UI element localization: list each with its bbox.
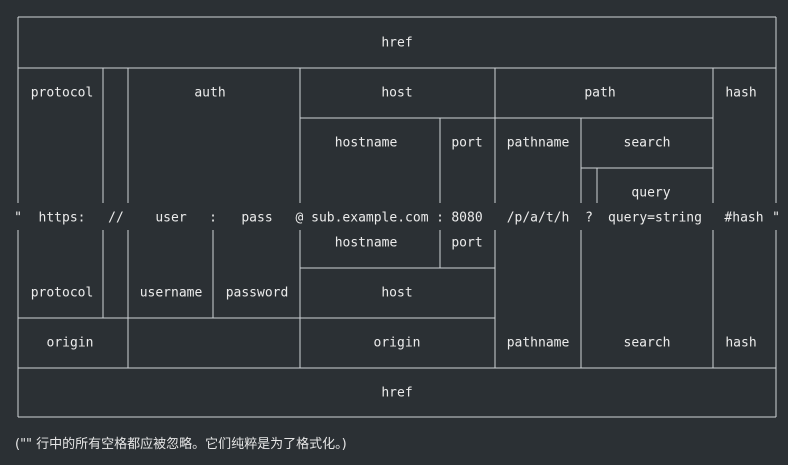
url-scheme: https: (39, 211, 86, 226)
protocol-label-bottom: protocol (31, 286, 94, 301)
hash-label-top: hash (725, 86, 756, 101)
port-label-top: port (451, 136, 482, 151)
path-label: path (584, 86, 615, 101)
url-hash: #hash (724, 211, 763, 226)
origin-label-center: origin (374, 336, 421, 351)
url-colon-auth: : (209, 211, 217, 226)
url-slashes: // (108, 211, 124, 226)
url-host: @ sub.example.com (295, 211, 428, 226)
auth-label: auth (194, 86, 225, 101)
pathname-label-bottom: pathname (507, 336, 570, 351)
url-port: 8080 (451, 211, 482, 226)
example-url-row: " https: // user : pass @ sub.example.co… (14, 211, 780, 226)
href-label-bottom: href (381, 386, 412, 401)
search-label-bottom: search (624, 336, 671, 351)
host-label-top: host (381, 86, 412, 101)
pathname-label-top: pathname (507, 136, 570, 151)
url-colon-port: : (436, 211, 444, 226)
url-user: user (155, 211, 186, 226)
url-quote-close: " (772, 211, 780, 226)
url-pathname: /p/a/t/h (507, 211, 570, 226)
url-quote-open: " (14, 211, 22, 226)
hostname-label-top: hostname (335, 136, 398, 151)
horizontal-rules (18, 16, 776, 418)
query-label: query (631, 186, 670, 201)
url-pass: pass (241, 211, 272, 226)
port-label-bottom: port (451, 236, 482, 251)
footnote: ("" 行中的所有空格都应被忽略。它们纯粹是为了格式化。) (15, 437, 347, 452)
hostname-label-bottom: hostname (335, 236, 398, 251)
search-label-top: search (624, 136, 671, 151)
url-question: ? (585, 211, 593, 226)
password-label: password (226, 286, 289, 301)
href-label-top: href (381, 36, 412, 51)
protocol-label-top: protocol (31, 86, 94, 101)
vertical-rules (17, 17, 777, 417)
origin-label-left: origin (47, 336, 94, 351)
component-labels: href protocol auth host path hash hostna… (31, 36, 757, 401)
host-label-bottom: host (381, 286, 412, 301)
url-query: query=string (608, 211, 702, 226)
username-label: username (140, 286, 203, 301)
hash-label-bottom: hash (725, 336, 756, 351)
